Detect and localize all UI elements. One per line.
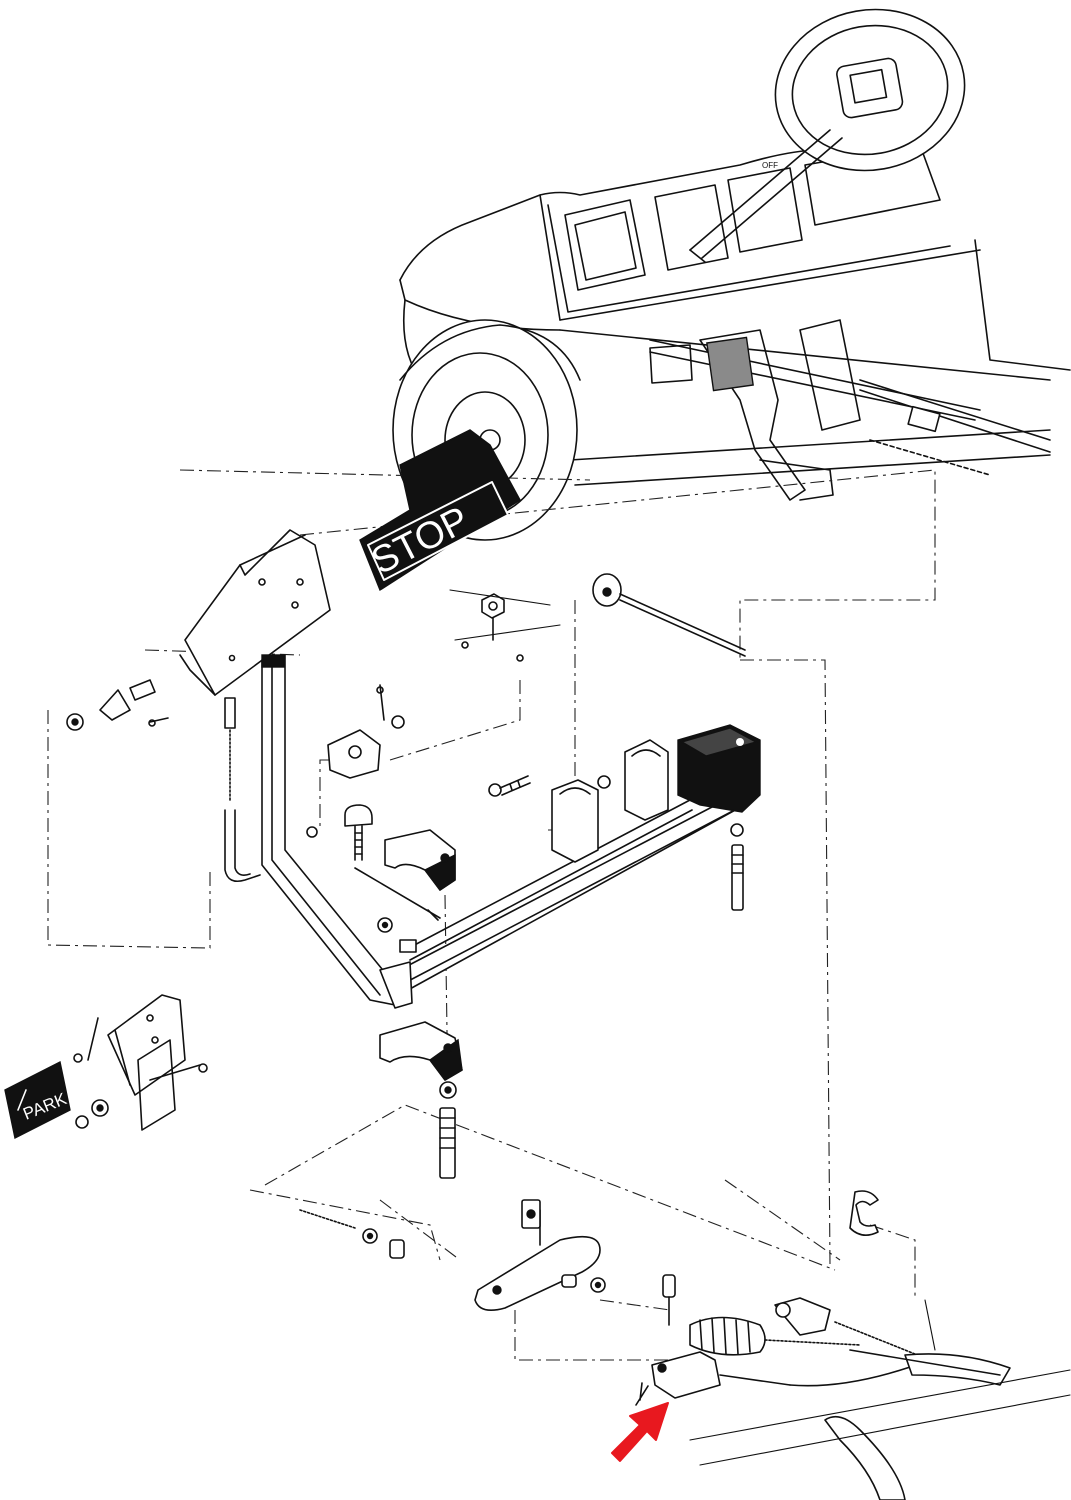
frame-fasteners bbox=[306, 826, 439, 953]
linkage-rod bbox=[224, 697, 261, 883]
dash-off-label: OFF bbox=[762, 161, 778, 170]
return-spring-eyelet bbox=[592, 573, 746, 657]
left-hardware bbox=[66, 679, 169, 731]
pivot-bolt bbox=[488, 775, 531, 797]
pedal-arm-frame bbox=[261, 654, 749, 1009]
upper-clamp-bracket bbox=[327, 684, 405, 779]
adjuster-knob-bolt bbox=[344, 804, 373, 861]
park-pad-decal: PARK bbox=[4, 1060, 71, 1140]
clamp-block-upper bbox=[354, 829, 456, 919]
pivot-nut bbox=[449, 589, 561, 662]
shaft-bushings bbox=[551, 724, 761, 911]
brake-cable-mechanism bbox=[299, 1190, 1071, 1500]
arrow-up-right-icon bbox=[611, 1402, 669, 1462]
clamp-block-lower bbox=[379, 1021, 463, 1179]
brake-pedal-pad bbox=[179, 529, 331, 696]
park-brake-bracket bbox=[73, 994, 208, 1131]
